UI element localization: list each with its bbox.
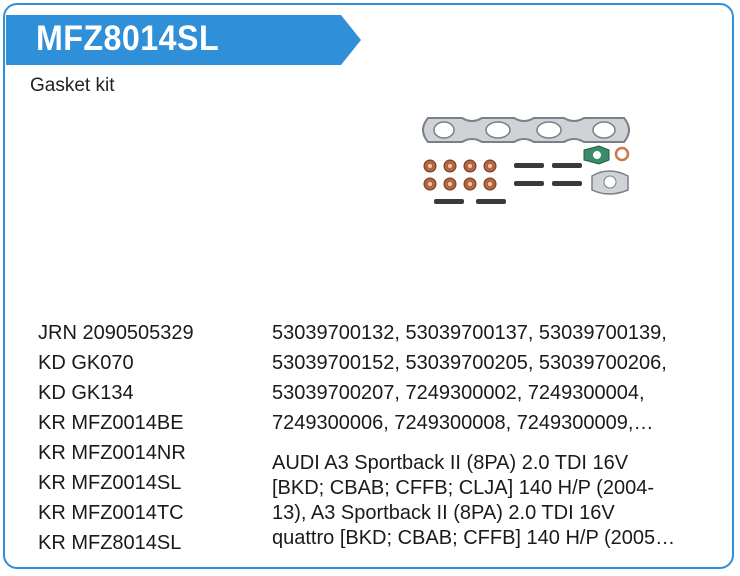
cross-reference-item: KD GK134: [38, 382, 134, 404]
vehicle-application-line: [BKD; CBAB; CFFB; CLJA] 140 H/P (2004-: [272, 477, 654, 499]
cross-reference-item: KR MFZ0014SL: [38, 472, 182, 494]
cross-reference-item: KR MFZ0014NR: [38, 442, 186, 464]
cross-reference-item: JRN 2090505329: [38, 322, 194, 344]
oem-numbers-line: 53039700152, 53039700205, 53039700206,: [272, 352, 667, 374]
cross-reference-list: JRN 2090505329 KD GK070 KD GK134 KR MFZ0…: [38, 318, 194, 558]
vehicle-application-line: AUDI A3 Sportback II (8PA) 2.0 TDI 16V: [272, 452, 629, 474]
oem-numbers-line: 53039700132, 53039700137, 53039700139,: [272, 322, 667, 344]
product-card: [3, 3, 734, 569]
oem-numbers-line: 53039700207, 7249300002, 7249300004,: [272, 382, 645, 404]
manifold-gasket-icon: [422, 117, 630, 143]
product-category: Gasket kit: [30, 75, 115, 96]
oem-numbers-line: 7249300006, 7249300008, 7249300009,…: [272, 412, 654, 434]
banner-ribbon-shape: [6, 15, 361, 65]
product-code-title: MFZ8014SL: [36, 19, 220, 58]
cross-reference-item: KR MFZ0014BE: [38, 412, 184, 434]
cross-reference-item: KR MFZ8014SL: [38, 532, 182, 554]
vehicle-applications: AUDI A3 Sportback II (8PA) 2.0 TDI 16V […: [272, 451, 722, 551]
copper-nuts-icon: [423, 159, 497, 191]
oem-numbers: 53039700132, 53039700137, 53039700139, 5…: [272, 318, 722, 438]
title-banner: MFZ8014SL: [6, 15, 361, 65]
vehicle-application-line: 13), A3 Sportback II (8PA) 2.0 TDI 16V: [272, 502, 615, 524]
cross-reference-item: KR MFZ0014TC: [38, 502, 184, 524]
cross-reference-item: KD GK070: [38, 352, 134, 374]
studs-icon: [434, 163, 582, 204]
gasket-kit-photo: [414, 110, 644, 220]
turbo-gaskets-icon: [583, 145, 630, 195]
vehicle-application-line: quattro [BKD; CBAB; CFFB] 140 H/P (2005…: [272, 527, 676, 549]
